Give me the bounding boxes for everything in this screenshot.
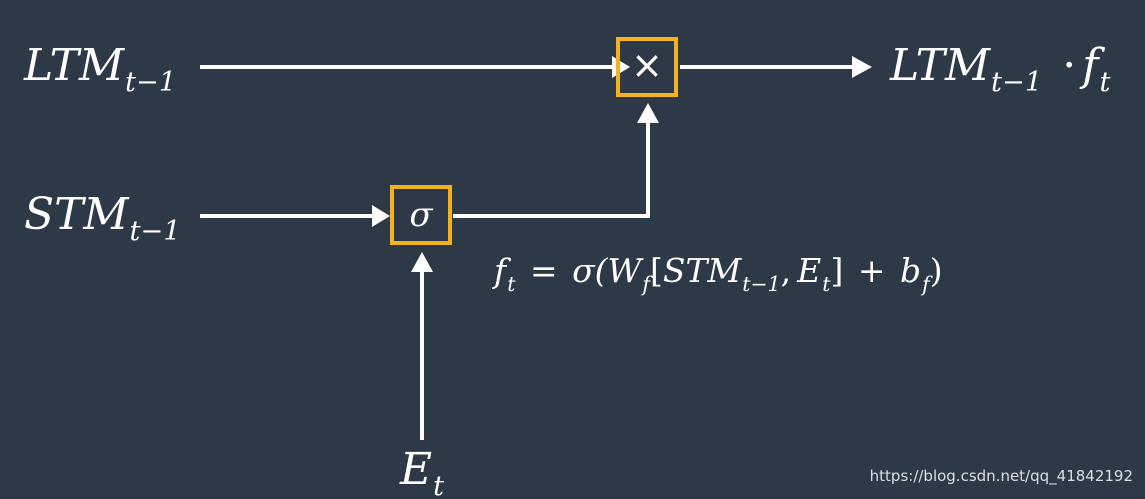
formula-e: E xyxy=(797,251,822,290)
output-base: LTM xyxy=(890,40,991,91)
formula-equals: = xyxy=(529,251,558,290)
formula-bracket-open: [ xyxy=(650,251,663,290)
formula-w-sub: f xyxy=(642,271,650,296)
formula-e-sub: t xyxy=(822,271,831,296)
formula-b: b xyxy=(899,251,922,290)
stm-input-label: STMt−1 xyxy=(24,193,181,246)
arrowhead-multiply-to-output xyxy=(852,56,872,78)
forget-gate-formula: ft = σ(Wf[STMt−1,Et] + bf) xyxy=(494,251,943,294)
formula-lhs: f xyxy=(494,251,507,290)
output-label: LTMt−1 ·ft xyxy=(890,44,1110,97)
formula-lhs-sub: t xyxy=(507,271,516,296)
ltm-sub: t−1 xyxy=(125,67,177,99)
sigma-symbol: σ xyxy=(409,195,433,235)
event-base: E xyxy=(400,444,433,495)
formula-stm: STM xyxy=(662,251,742,290)
output-factor-sub: t xyxy=(1099,67,1111,99)
multiply-symbol: × xyxy=(631,43,663,87)
formula-stm-sub: t−1 xyxy=(742,271,781,296)
formula-plus: + xyxy=(857,251,886,290)
stm-sub: t−1 xyxy=(129,216,181,248)
output-factor: f xyxy=(1082,40,1099,91)
event-input-label: Et xyxy=(400,448,444,499)
arrow-sigma-to-multiply xyxy=(453,123,650,218)
formula-sigma-open: σ( xyxy=(572,251,608,290)
arrowhead-event-to-sigma xyxy=(411,252,433,272)
formula-b-sub: f xyxy=(922,271,930,296)
sigma-gate-box xyxy=(390,185,452,245)
formula-w: W xyxy=(607,251,642,290)
event-sub: t xyxy=(433,471,445,499)
arrowhead-sigma-to-multiply xyxy=(637,103,659,123)
watermark-url: https://blog.csdn.net/qq_41842192 xyxy=(869,467,1133,485)
output-sub: t−1 xyxy=(991,67,1043,99)
stm-base: STM xyxy=(24,189,129,240)
ltm-input-label: LTMt−1 xyxy=(24,44,176,97)
formula-comma: , xyxy=(780,251,792,290)
formula-bracket-close: ] xyxy=(830,251,844,290)
ltm-base: LTM xyxy=(24,40,125,91)
output-dot: · xyxy=(1062,40,1077,91)
multiply-gate-box xyxy=(616,37,678,97)
formula-close: ) xyxy=(929,251,943,290)
arrowhead-stm-to-sigma xyxy=(372,205,390,227)
